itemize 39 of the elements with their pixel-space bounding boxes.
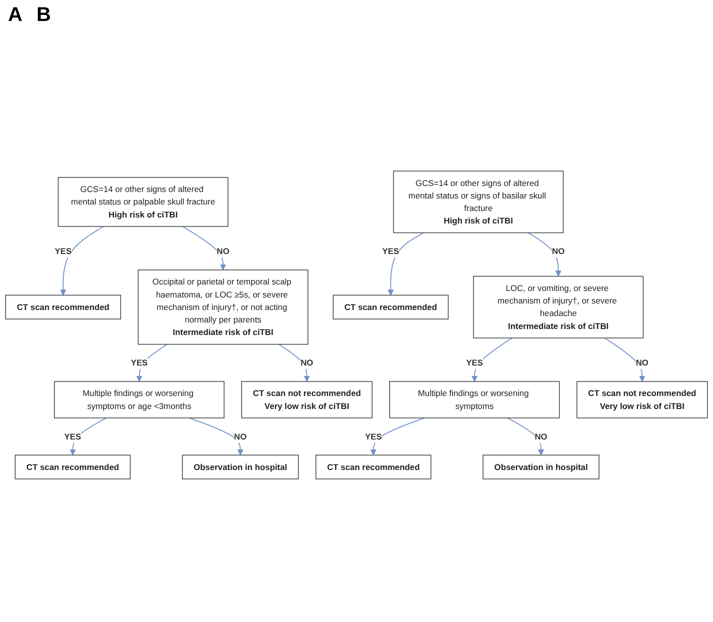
node-box: Occipital or parietal or temporal scalp haematoma, or LOC ≥5s, or severe mechanism of injury†, or not acting normally per parents Intermediate risk of ciTBI — [138, 270, 308, 345]
edge-label: YES — [130, 358, 148, 368]
edge-label: NO — [234, 432, 247, 442]
node-box: Multiple findings or worsening symptoms — [389, 381, 560, 418]
arrow — [604, 338, 646, 382]
edge-label: NO — [534, 432, 548, 442]
panel-letter: A — [8, 4, 22, 27]
edge-label: NO — [552, 246, 565, 256]
edge-label: NO — [636, 358, 648, 368]
node-box: GCS=14 or other signs of altered mental status or palpable skull fracture High risk of ciTBI — [58, 177, 228, 227]
arrow — [507, 417, 544, 456]
arrow — [60, 226, 104, 296]
arrow — [388, 232, 424, 296]
node-box: Observation in hospital — [182, 454, 299, 480]
arrow — [182, 226, 226, 270]
node-box: GCS=14 or other signs of altered mental status or signs of basilar skull fracture High risk of ciTBI — [393, 170, 564, 234]
edge-label: YES — [54, 246, 72, 256]
node-box: LOC, or vomiting, or severe mechanism of injury†, or severe headache Intermediate risk of ciTBI — [473, 276, 644, 338]
arrow — [136, 344, 168, 382]
edge-label: NO — [216, 246, 230, 256]
node-box: CT scan not recommended Very low risk of ciTBI — [576, 381, 708, 418]
arrow — [278, 344, 310, 382]
edge-label: NO — [300, 358, 314, 368]
node-box: CT scan recommended — [316, 454, 432, 480]
node-box: Multiple findings or worsening symptoms or age <3months — [54, 381, 224, 418]
node-box: Observation in hospital — [482, 454, 600, 480]
edge-label: YES — [466, 358, 483, 368]
arrow — [471, 338, 512, 382]
node-box: CT scan not recommended Very low risk of ciTBI — [241, 381, 372, 418]
panel-letter: B — [36, 4, 51, 27]
arrow — [528, 232, 562, 277]
arrow — [370, 417, 425, 456]
node-box: CT scan recommended — [14, 454, 131, 480]
edge-label: YES — [382, 246, 400, 256]
arrow — [188, 417, 244, 456]
node-box: CT scan recommended — [332, 294, 449, 320]
edge-label: YES — [364, 432, 382, 442]
edge-label: YES — [64, 432, 82, 442]
node-box: CT scan recommended — [5, 294, 122, 320]
